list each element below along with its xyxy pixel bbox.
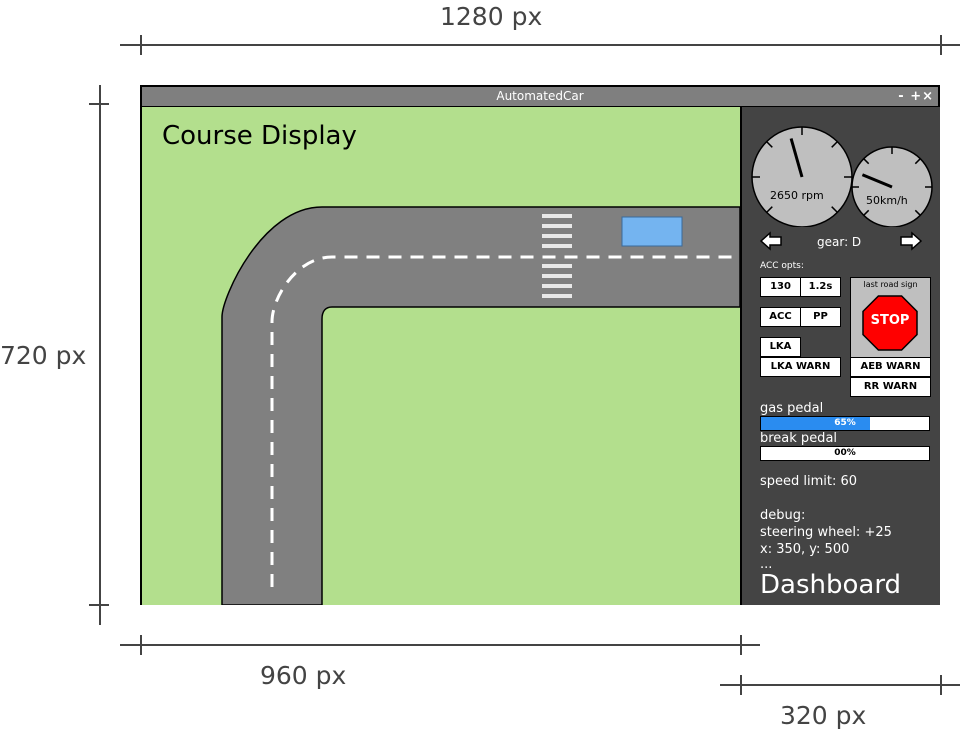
break-pedal-bar: 00% xyxy=(760,446,930,461)
window-controls[interactable]: - +× xyxy=(898,89,934,104)
gas-pedal-bar: 65% xyxy=(760,416,930,431)
course-tick-left xyxy=(140,635,142,655)
width-tick-left xyxy=(140,35,142,55)
rr-warn-indicator: RR WARN xyxy=(850,377,931,397)
gauges xyxy=(751,126,933,227)
road xyxy=(221,206,740,605)
course-dimension-line xyxy=(120,644,760,646)
dashboard-width-label: 320 px xyxy=(780,701,867,730)
dashboard-title: Dashboard xyxy=(760,570,902,600)
aeb-warn-indicator: AEB WARN xyxy=(850,357,931,377)
gas-pedal-fill xyxy=(761,417,871,430)
dashboard-tick-right xyxy=(940,675,942,695)
height-tick-top xyxy=(89,103,109,105)
height-tick-bottom xyxy=(89,604,109,606)
stop-sign-icon xyxy=(862,295,918,351)
acc-speed-button[interactable]: 130 xyxy=(760,277,801,297)
debug-more: ... xyxy=(760,557,773,572)
rpm-needle xyxy=(789,138,804,178)
window-title: AutomatedCar xyxy=(496,89,584,103)
title-bar[interactable]: AutomatedCar - +× xyxy=(142,87,938,107)
width-tick-right xyxy=(940,35,942,55)
turn-right-arrow-icon[interactable] xyxy=(900,231,922,251)
rpm-gauge xyxy=(751,126,853,227)
debug-label: debug: xyxy=(760,508,806,523)
debug-position: x: 350, y: 500 xyxy=(760,542,850,557)
break-pedal-value: 00% xyxy=(834,448,856,458)
acc-time-gap-button[interactable]: 1.2s xyxy=(800,277,841,297)
dashboard-dimension-line xyxy=(720,684,960,686)
gas-pedal-value: 65% xyxy=(834,418,856,428)
crosswalk xyxy=(542,214,572,298)
pp-button[interactable]: PP xyxy=(800,307,841,327)
app-window: AutomatedCar - +× Course Display xyxy=(140,85,940,605)
dashboard: 2650 rpm 50km/h gear: D ACC opts: 130 1.… xyxy=(740,107,940,605)
course-title: Course Display xyxy=(162,121,357,151)
rpm-readout: 2650 rpm xyxy=(770,189,824,202)
stop-sign-text: STOP xyxy=(870,313,910,328)
car xyxy=(621,216,683,247)
course-tick-right xyxy=(740,635,742,655)
acc-opts-label: ACC opts: xyxy=(760,261,804,271)
width-dimension-line xyxy=(120,44,960,46)
turn-left-arrow-icon[interactable] xyxy=(760,231,782,251)
course-map xyxy=(221,206,740,605)
lka-button[interactable]: LKA xyxy=(760,337,801,357)
debug-steering-wheel: steering wheel: +25 xyxy=(760,525,892,540)
speed-readout: 50km/h xyxy=(866,194,908,207)
course-display[interactable]: Course Display xyxy=(142,107,740,605)
lka-warn-indicator: LKA WARN xyxy=(760,357,841,377)
speed-gauge xyxy=(851,146,933,227)
gas-pedal-label: gas pedal xyxy=(760,401,824,416)
height-dimension-line xyxy=(99,85,101,625)
speed-limit-text: speed limit: 60 xyxy=(760,474,858,489)
lane-marking xyxy=(270,255,732,587)
total-height-label: 720 px xyxy=(0,341,87,370)
acc-button[interactable]: ACC xyxy=(760,307,801,327)
last-road-sign-panel: last road sign STOP xyxy=(850,277,931,358)
speed-needle xyxy=(861,173,893,189)
break-pedal-label: break pedal xyxy=(760,431,838,446)
dashboard-tick-left xyxy=(740,675,742,695)
last-road-sign-label: last road sign xyxy=(863,280,918,289)
gear-indicator: gear: D xyxy=(817,235,862,249)
course-width-label: 960 px xyxy=(260,661,347,690)
total-width-label: 1280 px xyxy=(440,2,543,31)
